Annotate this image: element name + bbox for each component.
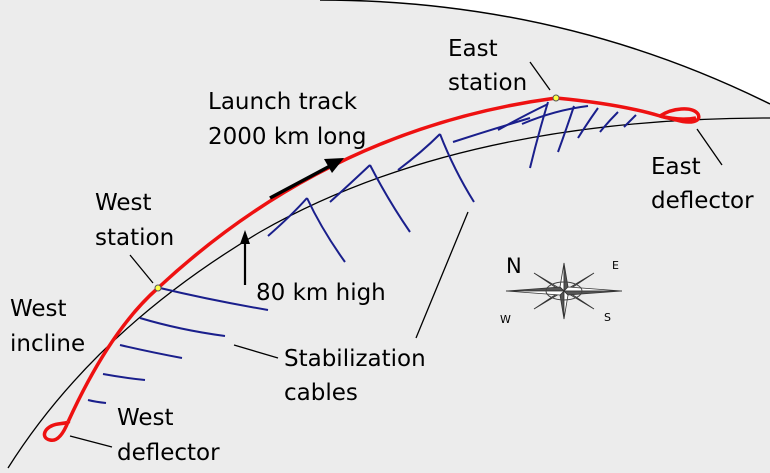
- east-deflector-loop: [659, 107, 701, 124]
- launch-track: [66, 96, 697, 423]
- stabilization-cables-label: Stabilization cables: [284, 346, 433, 406]
- planet-horizon-line: [319, 0, 770, 105]
- cable: [521, 105, 589, 125]
- stabilization-cables: [87, 101, 637, 404]
- cable: [497, 103, 549, 131]
- west-incline-label: West incline: [10, 296, 85, 357]
- cable: [267, 197, 308, 237]
- cable: [159, 287, 269, 311]
- cable: [529, 101, 549, 169]
- cable: [306, 197, 346, 263]
- compass-east: E: [612, 259, 619, 272]
- leader-cables-1: [233, 344, 279, 359]
- west-deflector-loop: [42, 420, 71, 442]
- cable: [397, 133, 441, 171]
- west-deflector-label: West deflector: [117, 405, 220, 466]
- cable: [439, 133, 475, 203]
- cable: [87, 399, 107, 404]
- cable: [557, 105, 575, 153]
- cable: [329, 164, 371, 203]
- east-deflector-label: East deflector: [651, 154, 754, 214]
- height-arrow-icon: [240, 230, 250, 285]
- cable: [623, 114, 637, 128]
- leader-cables-2: [415, 211, 469, 339]
- leader-east-station: [529, 61, 551, 91]
- compass-south: S: [604, 311, 611, 324]
- cable: [139, 317, 226, 337]
- cable: [369, 164, 411, 233]
- cable: [102, 373, 146, 381]
- ground-curve: [7, 117, 770, 469]
- leader-lines: [69, 61, 723, 448]
- direction-arrow-icon: [269, 158, 344, 200]
- leader-east-deflector: [696, 128, 723, 166]
- west-station-label: West station: [95, 190, 174, 251]
- leader-west-deflector: [69, 435, 113, 448]
- compass-west: W: [500, 313, 511, 326]
- leader-west-station: [129, 254, 154, 284]
- launch-loop: [42, 96, 701, 442]
- launch-track-label: Launch track 2000 km long: [208, 89, 367, 150]
- east-station-label: East station: [448, 36, 527, 96]
- east-station-marker: [552, 94, 560, 102]
- cable: [452, 117, 531, 143]
- cable: [599, 111, 619, 133]
- cable: [577, 107, 599, 139]
- height-label: 80 km high: [256, 280, 386, 306]
- compass-rose-icon: N E S W: [500, 254, 623, 326]
- compass-north: N: [506, 254, 522, 278]
- cable: [119, 344, 183, 359]
- west-station-marker: [154, 284, 162, 292]
